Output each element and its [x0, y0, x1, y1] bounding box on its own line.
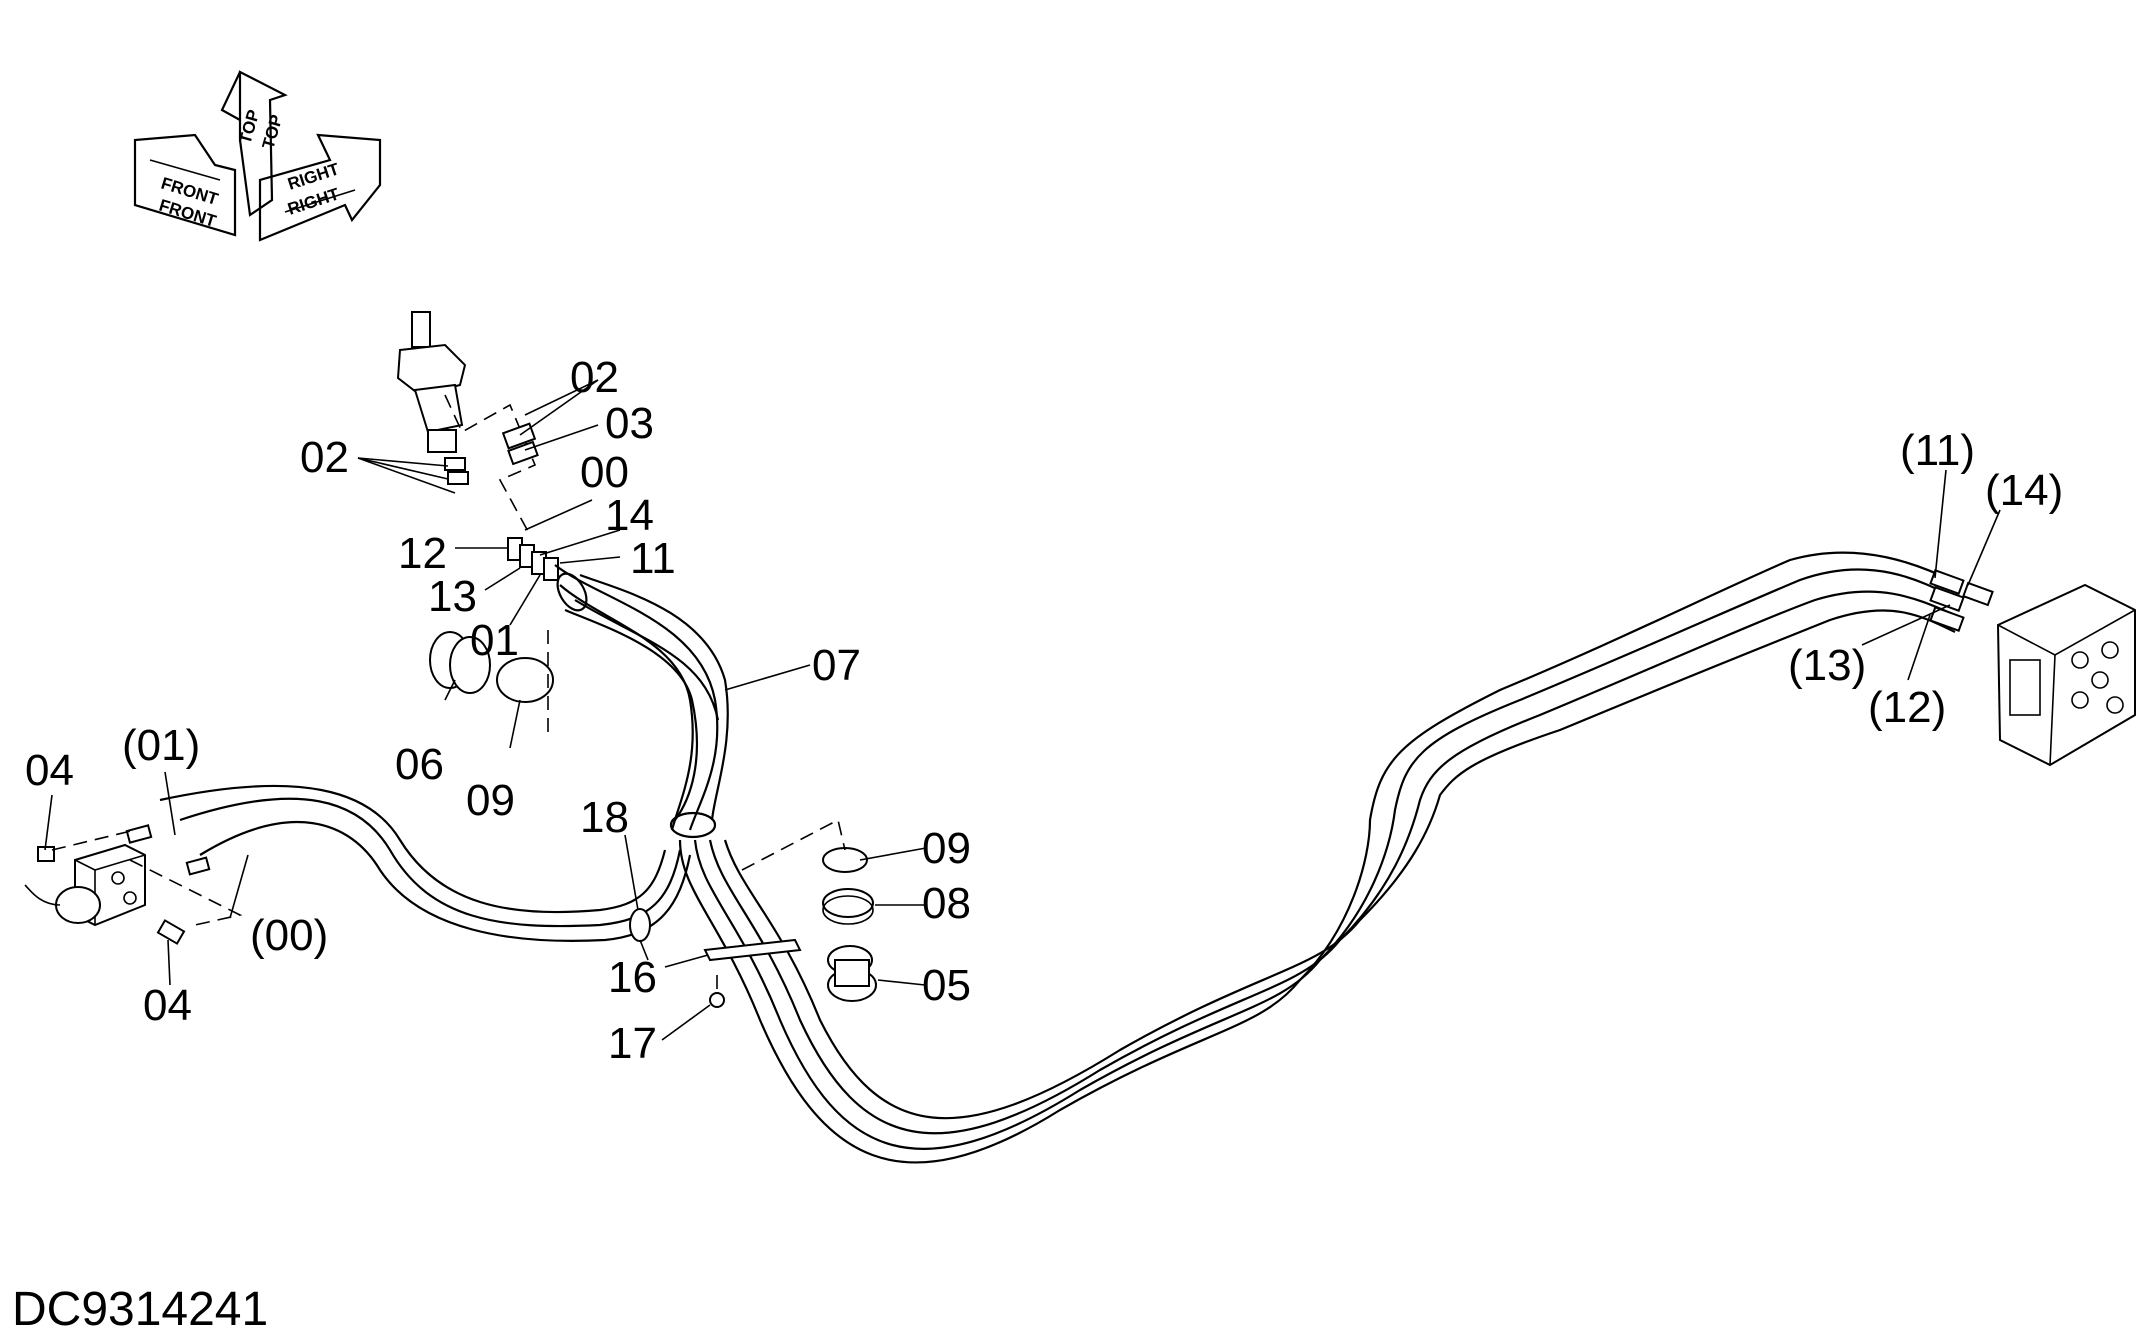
clip-05 [827, 945, 877, 1002]
callout-04-bottom: 04 [143, 981, 192, 1030]
fitting-cluster [507, 537, 559, 581]
callout-00: 00 [580, 448, 629, 497]
callout-ref-11: (11) [1900, 426, 1975, 475]
callout-11: 11 [630, 534, 676, 583]
callout-12: 12 [398, 529, 447, 578]
callout-08: 08 [922, 879, 971, 928]
callout-02-left: 02 [300, 433, 349, 482]
callout-04-top: 04 [25, 746, 74, 795]
clip-18 [629, 908, 651, 961]
drawing-code: DC9314241 [12, 1283, 268, 1335]
callout-14: 14 [605, 491, 654, 540]
callout-09-left: 09 [466, 776, 515, 825]
orientation-arrows-icon: FRONT FRONT TOP TOP RIGHT RIGHT [133, 70, 382, 242]
nut-17 [709, 992, 725, 1008]
leader-lines [44, 379, 2001, 1041]
callout-07: 07 [812, 641, 861, 690]
callout-03: 03 [605, 399, 654, 448]
callout-16: 16 [608, 953, 657, 1002]
control-valve-right [1929, 569, 2136, 767]
solenoid-valve-left [24, 824, 211, 945]
grommet-06 [429, 631, 491, 694]
callout-18: 18 [580, 793, 629, 842]
callout-ref-13: (13) [1788, 641, 1866, 690]
callout-06: 06 [395, 740, 444, 789]
callout-ref-14: (14) [1985, 466, 2063, 515]
callout-17: 17 [608, 1019, 657, 1068]
callout-ref-12: (12) [1868, 683, 1946, 732]
top-label-lower: TOP [259, 113, 287, 152]
pilot-valve [396, 311, 467, 453]
callout-05: 05 [922, 961, 971, 1010]
band-09-upper [496, 657, 554, 703]
callout-ref-01: (01) [122, 721, 200, 770]
callout-02-top: 02 [570, 353, 619, 402]
callout-ref-00: (00) [250, 911, 328, 960]
adapter-02-left [444, 457, 469, 485]
callout-09-right: 09 [922, 824, 971, 873]
hose-bundle [159, 551, 1956, 1164]
adapter-02-right [501, 422, 539, 466]
callout-13: 13 [428, 572, 477, 621]
bracket-16 [703, 938, 802, 962]
clamp-08 [822, 888, 874, 925]
callout-01: 01 [470, 616, 519, 665]
